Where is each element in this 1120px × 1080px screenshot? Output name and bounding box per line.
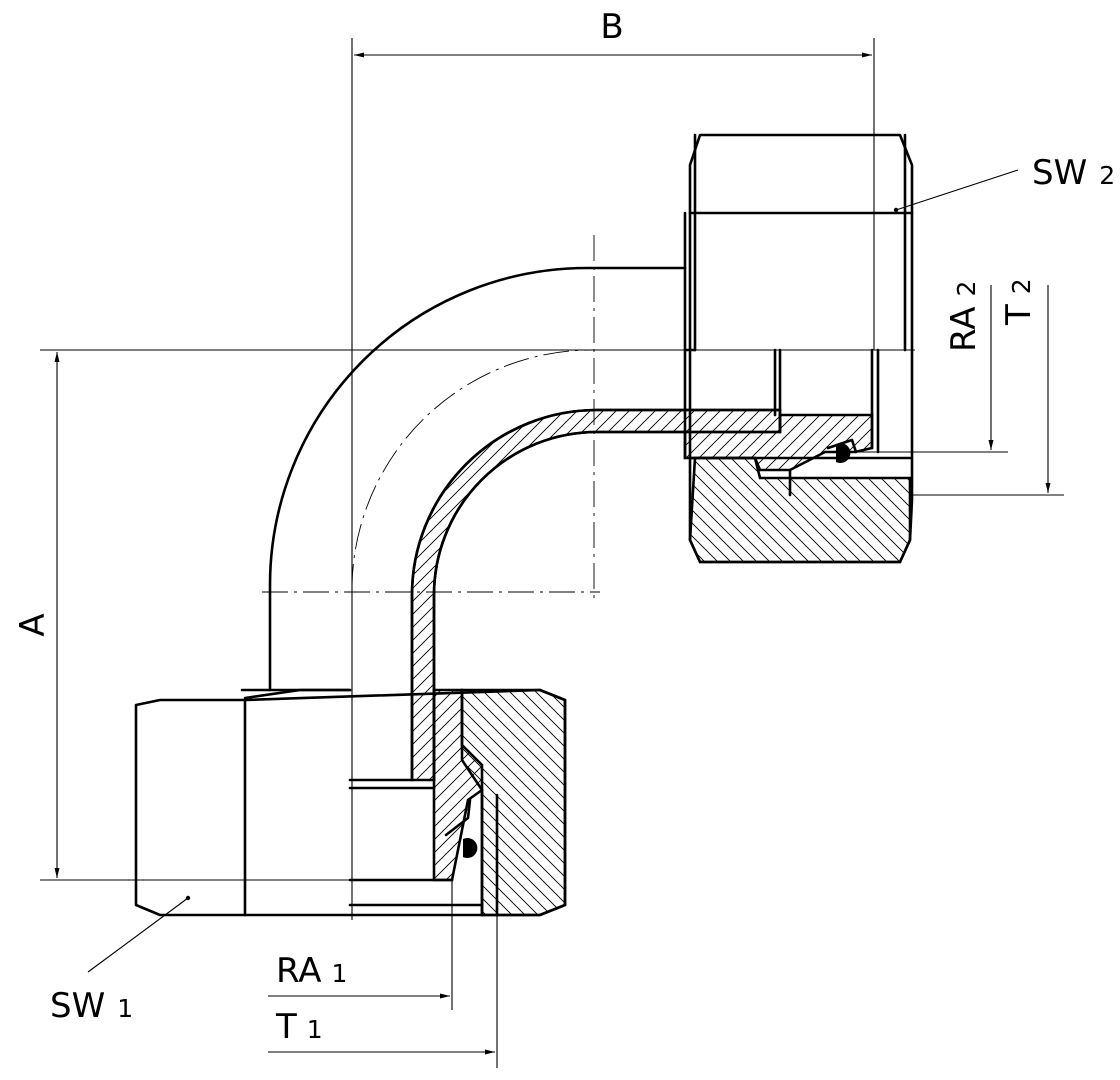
dimension-a: A <box>13 349 915 881</box>
ra1-subscript: 1 <box>332 959 348 988</box>
svg-text:SW 2: SW 2 <box>1032 153 1115 193</box>
sw2-label: SW <box>1032 153 1087 193</box>
t2-subscript: 2 <box>1007 278 1036 294</box>
upper-hex-nut <box>683 133 914 564</box>
ra1-label: RA <box>276 951 322 991</box>
svg-text:T 2: T 2 <box>999 278 1039 326</box>
sw2-subscript: 2 <box>1099 161 1115 190</box>
sectioned-nut-upper <box>688 456 912 564</box>
svg-text:RA 1: RA 1 <box>276 951 347 991</box>
center-lines <box>262 235 600 600</box>
ra2-label: RA <box>944 306 984 352</box>
sw1-label: SW <box>50 986 105 1026</box>
dimension-t2: T 2 <box>910 278 1064 496</box>
dimension-ra2: RA 2 <box>856 281 1008 453</box>
svg-text:RA 2: RA 2 <box>944 281 984 352</box>
t2-label: T <box>999 304 1039 326</box>
dimension-t1: T 1 <box>268 915 498 1068</box>
dimension-ra1: RA 1 <box>268 880 453 1010</box>
svg-text:T 1: T 1 <box>275 1007 323 1047</box>
lower-hex-nut <box>134 688 567 917</box>
sw1-subscript: 1 <box>117 994 133 1023</box>
dimension-b: B <box>351 7 875 920</box>
sw1-callout: SW 1 <box>50 895 191 1026</box>
t1-label: T <box>275 1007 297 1047</box>
upper-o-ring <box>826 438 858 463</box>
sectioned-nut-lower <box>460 688 567 917</box>
dim-b-label: B <box>600 7 623 47</box>
svg-text:SW 1: SW 1 <box>50 986 133 1026</box>
t1-subscript: 1 <box>307 1015 323 1044</box>
tube-outer-contour <box>268 266 782 782</box>
lower-o-ring <box>444 798 478 858</box>
sw2-callout: SW 2 <box>893 153 1115 213</box>
ra2-subscript: 2 <box>952 281 981 297</box>
dim-a-label: A <box>13 613 53 636</box>
